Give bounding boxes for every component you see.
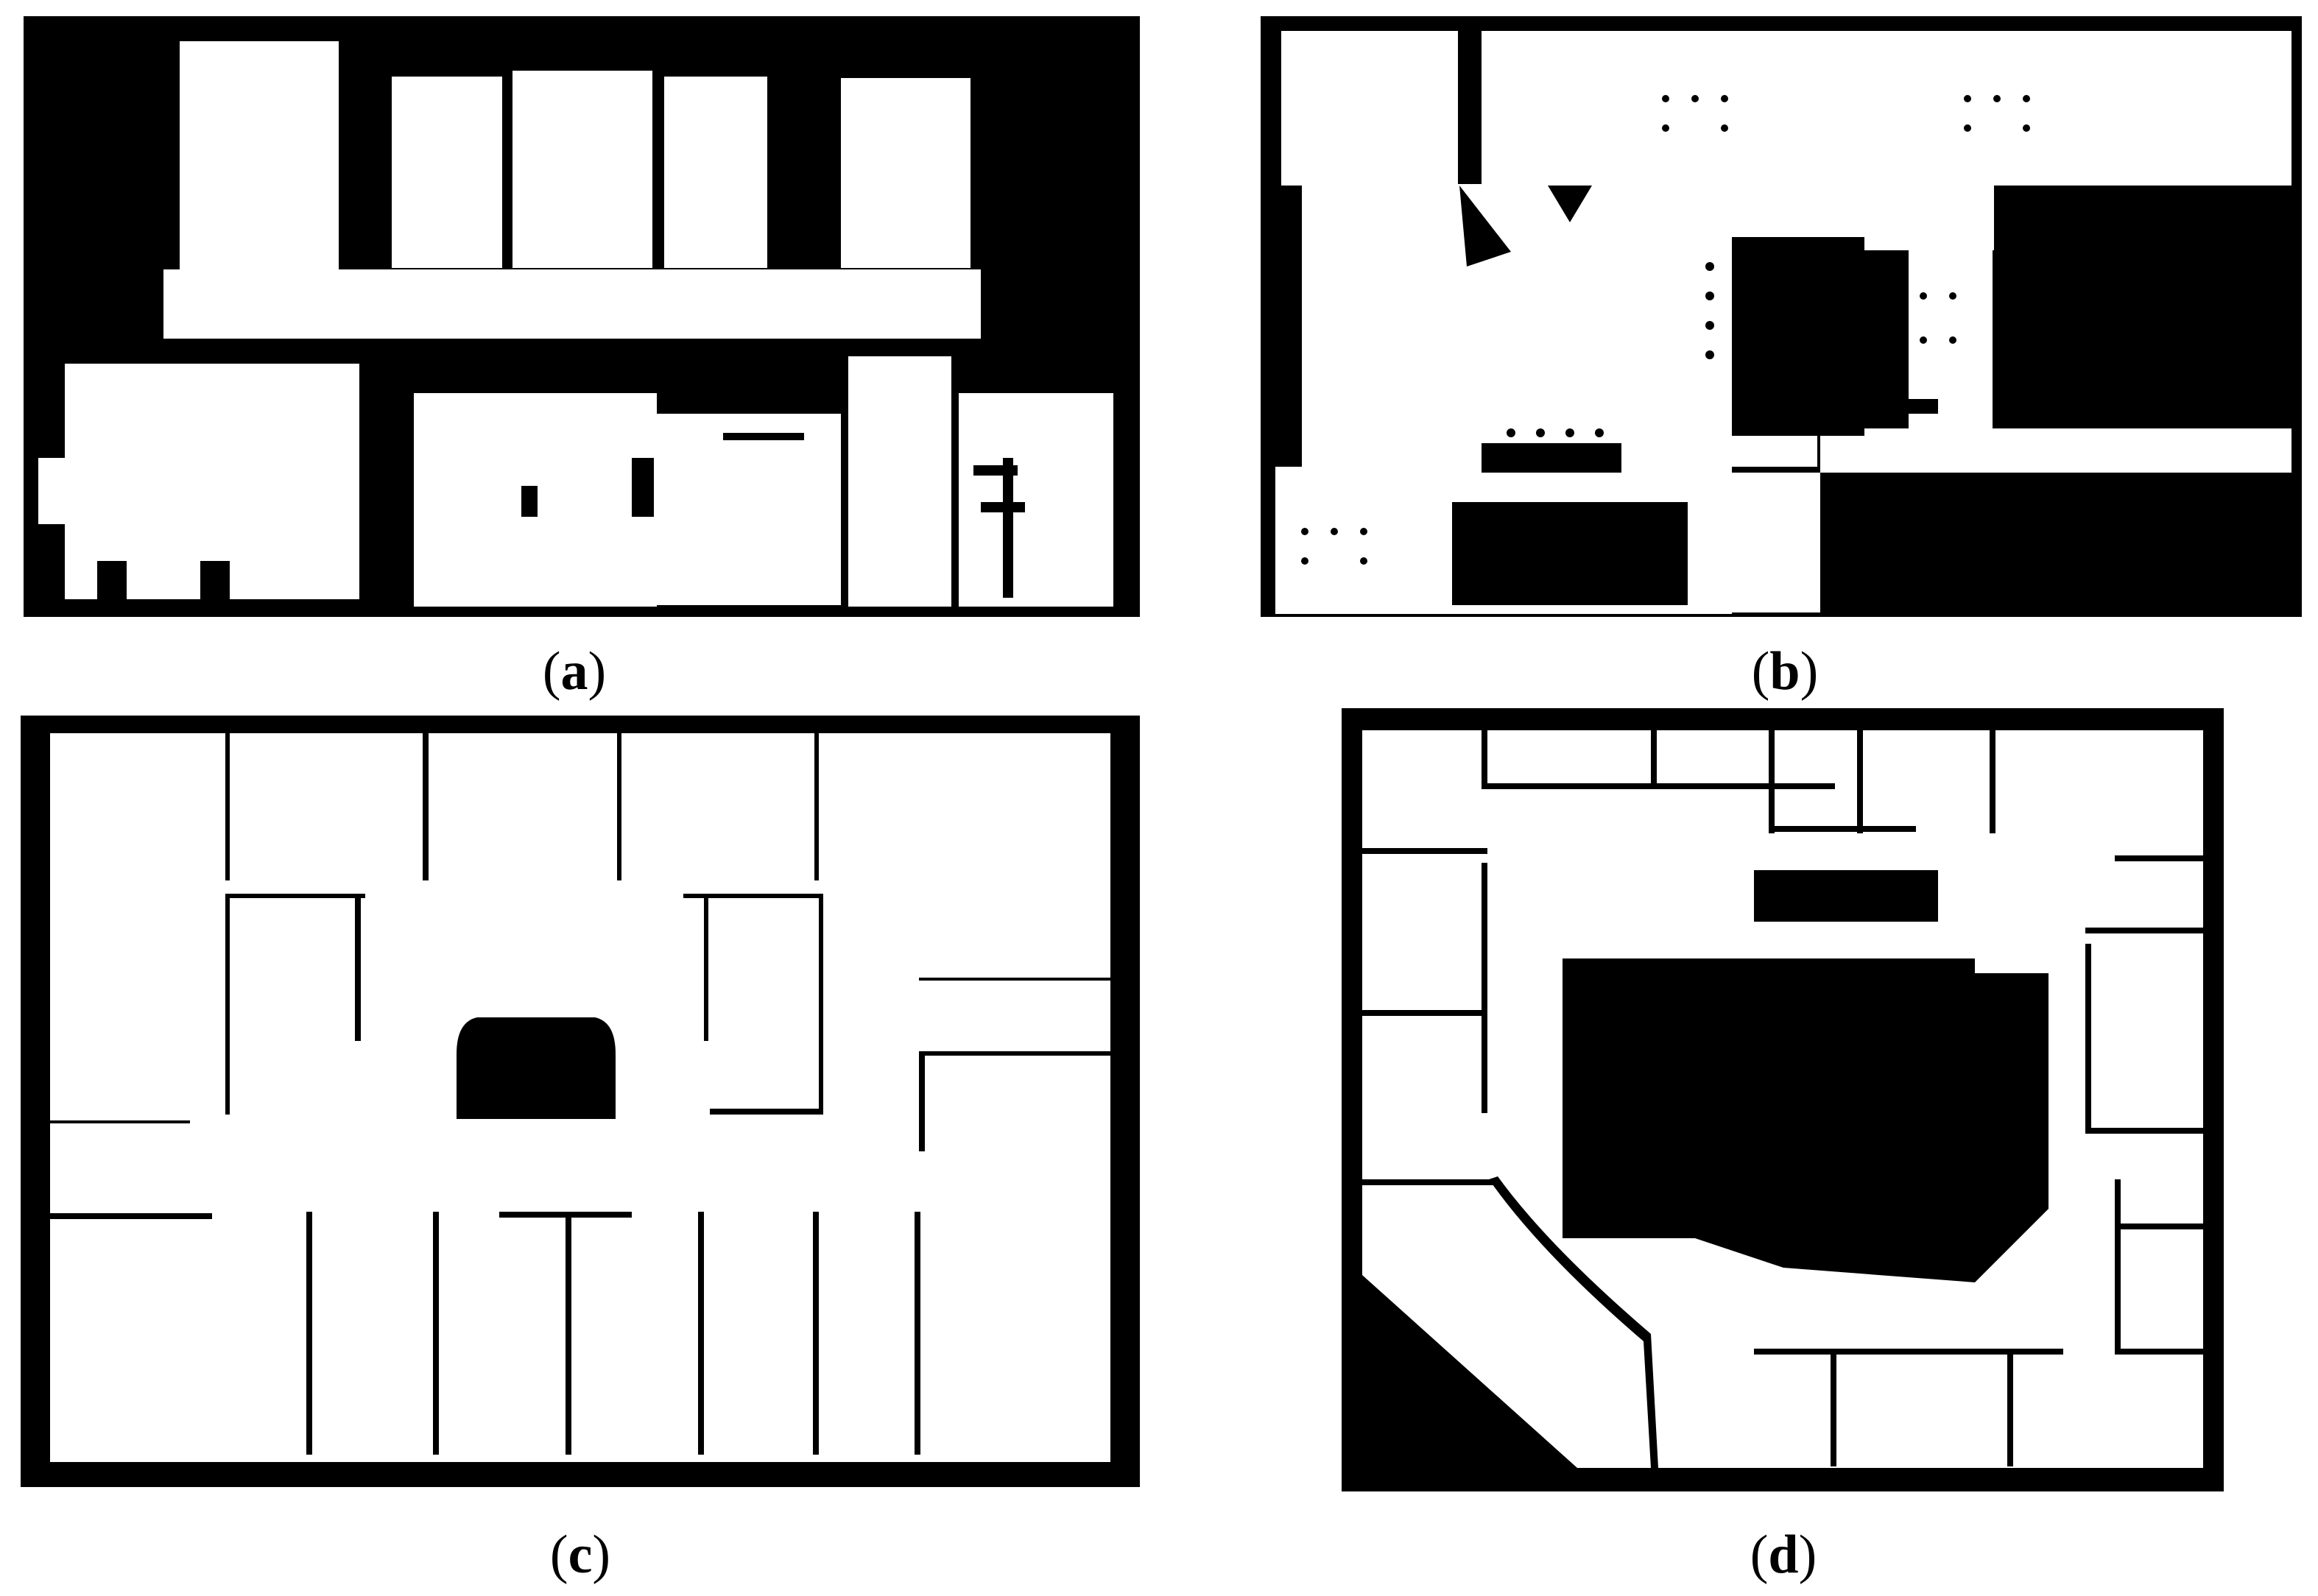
- caption-c: (c): [549, 1525, 611, 1585]
- caption-a: (a): [542, 641, 607, 702]
- map-panel-c: [21, 716, 1140, 1487]
- map-a-free-space: [38, 41, 1113, 607]
- map-a-image: [24, 16, 1140, 617]
- map-panel-a: [24, 16, 1140, 617]
- map-d-walls: [1362, 730, 2203, 1468]
- map-b-free-space: [1275, 31, 2291, 614]
- map-b-furniture: [1301, 95, 2030, 565]
- map-a-obstacles: [97, 433, 1025, 605]
- map-panel-b: [1261, 16, 2302, 617]
- map-c-walls: [50, 733, 1122, 1455]
- map-d-image: [1342, 708, 2224, 1491]
- map-b-obstacles: [1452, 186, 1938, 605]
- caption-b: (b): [1751, 641, 1819, 702]
- map-c-image: [21, 716, 1140, 1487]
- caption-d: (d): [1750, 1525, 1817, 1585]
- map-panel-d: [1342, 708, 2224, 1491]
- map-b-image: [1261, 16, 2302, 617]
